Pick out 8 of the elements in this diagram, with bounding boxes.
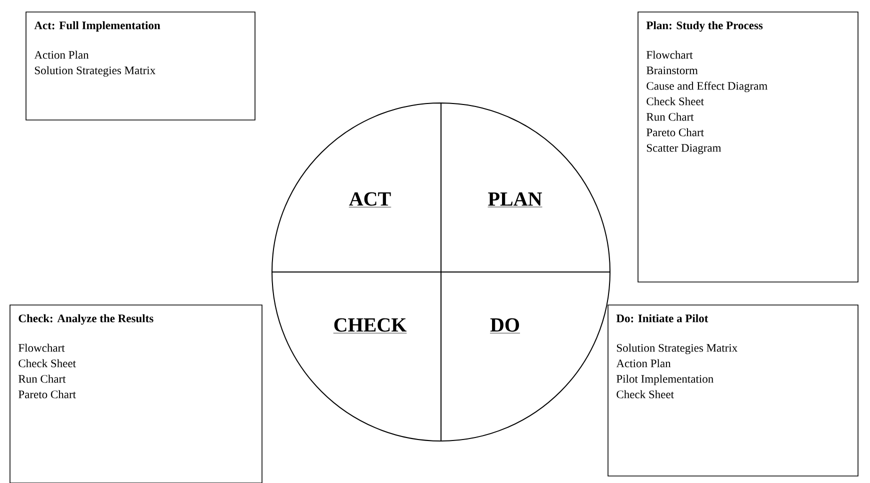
circle-quadrant: CHECK	[272, 272, 442, 442]
circle-quadrant: ACT	[272, 102, 442, 272]
list-box: Do: Initiate a Pilot Solution Strategies Matrix Action Plan Pilot Implementation Check Sheet	[608, 304, 858, 476]
list-box: Act: Full Implementation Action Plan Solution Strategies Matrix	[26, 12, 256, 120]
list-box: Check: Analyze the Results Flowchart Check Sheet Run Chart Pareto Chart	[10, 304, 262, 483]
circle-quadrant: DO	[440, 272, 610, 442]
circle-quadrant: PLAN	[440, 102, 610, 272]
list-box: Plan: Study the Process Flowchart Brainstorm Cause and Effect Diagram Check Sheet Run Chart Pareto Chart Scatter Diagram	[638, 12, 858, 282]
